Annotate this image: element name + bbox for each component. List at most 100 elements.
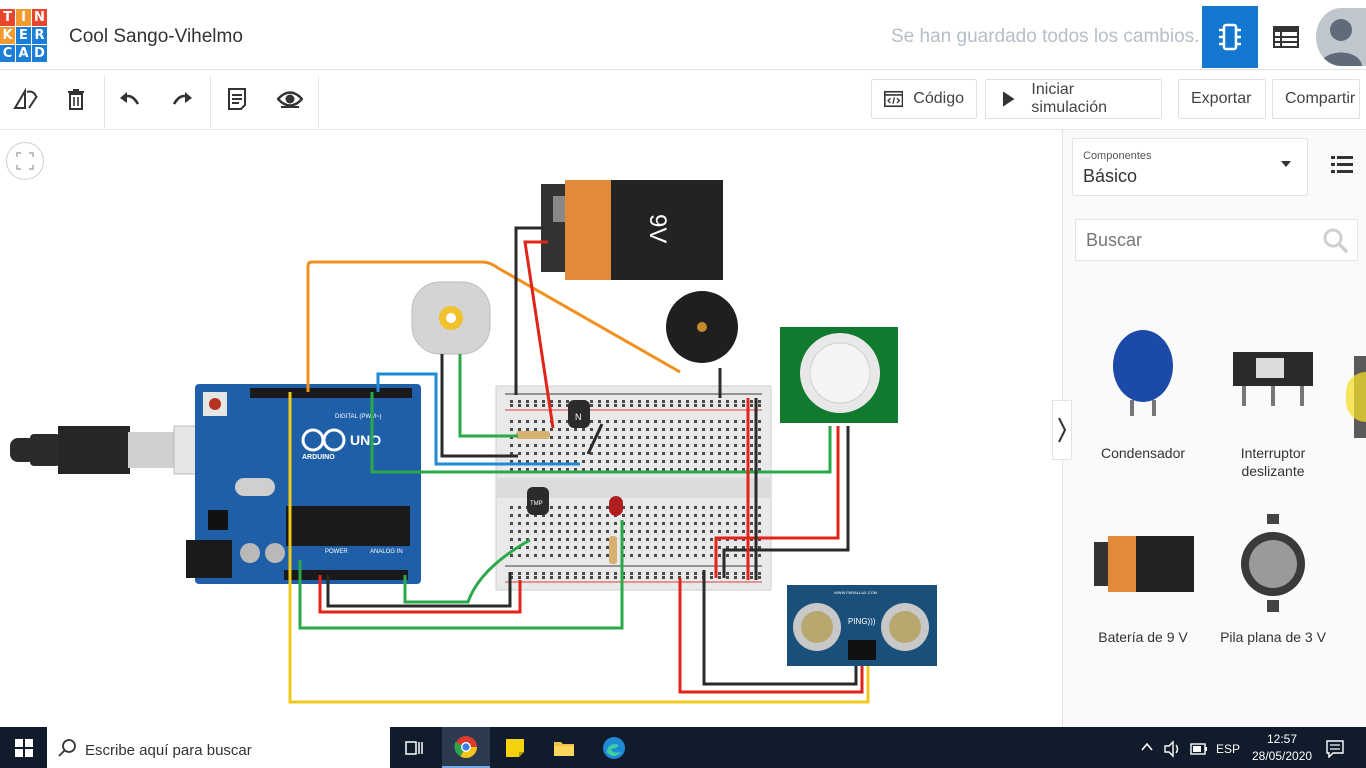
notes-button[interactable] <box>211 70 263 128</box>
breadboard-hole <box>550 554 553 557</box>
search-input[interactable] <box>1076 220 1316 260</box>
red-led[interactable] <box>609 496 623 516</box>
breadboard-hole <box>710 468 713 471</box>
breadboard-hole <box>638 444 641 447</box>
dc-motor[interactable] <box>411 281 491 355</box>
ping-ultrasonic-sensor[interactable]: PING))) WWW.PARALLAX.COM <box>787 585 937 666</box>
rotate-button[interactable] <box>0 70 52 128</box>
list-view-button[interactable] <box>1330 154 1354 178</box>
breadboard-hole <box>702 546 705 549</box>
notifications-button[interactable] <box>1326 740 1346 759</box>
taskbar-chrome[interactable] <box>442 727 490 768</box>
task-view-button[interactable] <box>390 727 438 768</box>
component-slide-switch[interactable]: Interruptor deslizante <box>1208 318 1338 479</box>
resistor[interactable] <box>516 431 550 439</box>
input-language[interactable]: ESP <box>1216 742 1241 756</box>
battery-status-button[interactable] <box>1190 742 1208 756</box>
breadboard-hole <box>742 546 745 549</box>
component-list-button[interactable] <box>1258 6 1314 68</box>
components-dropdown[interactable]: Componentes Básico <box>1072 138 1308 196</box>
npn-transistor[interactable]: N <box>568 400 590 428</box>
breadboard-hole <box>574 506 577 509</box>
breadboard-hole <box>710 436 713 439</box>
taskbar-clock[interactable]: 12:57 28/05/2020 <box>1252 731 1312 765</box>
breadboard-hole <box>582 506 585 509</box>
taskbar-file-explorer[interactable] <box>540 727 588 768</box>
breadboard-hole <box>638 554 641 557</box>
breadboard-hole <box>510 444 513 447</box>
visibility-button[interactable] <box>264 70 316 128</box>
circuit-view-button[interactable] <box>1202 6 1258 68</box>
arduino-uno-board[interactable]: UNO ARDUINO DIGITAL (PWM~) POWER ANALOG … <box>186 384 421 584</box>
component-capacitor[interactable]: Condensador <box>1078 318 1208 468</box>
zoom-to-fit-button[interactable] <box>6 142 44 180</box>
breadboard-hole <box>742 452 745 455</box>
breadboard-hole <box>662 514 665 517</box>
breadboard-hole <box>678 420 681 423</box>
user-avatar[interactable] <box>1316 8 1366 66</box>
piezo-buzzer[interactable] <box>666 291 738 363</box>
component-coin-battery[interactable]: Pila plana de 3 V <box>1208 510 1338 650</box>
breadboard-hole <box>518 452 521 455</box>
start-simulation-button[interactable]: Iniciar simulación <box>985 79 1162 119</box>
breadboard-hole <box>694 436 697 439</box>
search-field <box>1075 219 1358 261</box>
breadboard-hole <box>566 428 569 431</box>
export-button[interactable]: Exportar <box>1178 79 1266 119</box>
code-button[interactable]: Código <box>871 79 977 119</box>
breadboard-hole <box>598 546 601 549</box>
breadboard-hole <box>590 538 593 541</box>
breadboard-hole <box>630 530 633 533</box>
breadboard-hole <box>734 400 737 403</box>
share-button[interactable]: Compartir <box>1272 79 1360 119</box>
battery-9v[interactable]: 9V <box>541 180 723 280</box>
component-9v-battery[interactable]: Batería de 9 V <box>1078 520 1208 650</box>
breadboard-hole <box>646 468 649 471</box>
breadboard-hole <box>742 530 745 533</box>
usb-cable[interactable] <box>10 425 231 475</box>
resistor[interactable] <box>609 536 617 564</box>
redo-button[interactable] <box>156 70 208 128</box>
breadboard-hole <box>638 468 641 471</box>
collapse-panel-button[interactable] <box>1052 400 1072 460</box>
design-title[interactable]: Cool Sango-Vihelmo <box>69 26 243 47</box>
breadboard-hole <box>550 546 553 549</box>
breadboard-hole <box>686 400 689 403</box>
breadboard-hole <box>518 538 521 541</box>
volume-button[interactable] <box>1163 740 1183 758</box>
breadboard-hole <box>566 522 569 525</box>
breadboard-hole <box>742 506 745 509</box>
breadboard-hole <box>646 522 649 525</box>
breadboard-hole <box>702 436 705 439</box>
delete-button[interactable] <box>50 70 102 128</box>
breadboard-hole <box>654 404 657 407</box>
save-status: Se han guardado todos los cambios. <box>891 26 1200 47</box>
breadboard-hole <box>654 546 657 549</box>
breadboard-hole <box>638 460 641 463</box>
breadboard-hole <box>694 444 697 447</box>
breadboard-hole <box>678 400 681 403</box>
breadboard-hole <box>574 522 577 525</box>
breadboard-hole <box>734 404 737 407</box>
breadboard-hole <box>582 522 585 525</box>
breadboard-hole <box>710 506 713 509</box>
breadboard-hole <box>646 506 649 509</box>
breadboard-hole <box>526 468 529 471</box>
taskbar-sticky-notes[interactable] <box>491 727 539 768</box>
breadboard-hole <box>742 554 745 557</box>
taskbar-search-box[interactable] <box>47 727 390 768</box>
undo-button[interactable] <box>104 70 156 128</box>
breadboard-hole <box>566 420 569 423</box>
system-tray-chevron[interactable] <box>1140 740 1156 756</box>
breadboard-hole <box>734 546 737 549</box>
taskbar-edge[interactable] <box>590 727 638 768</box>
breadboard-hole <box>670 522 673 525</box>
breadboard-hole <box>686 460 689 463</box>
pir-sensor[interactable] <box>780 327 898 423</box>
search-icon[interactable] <box>1323 228 1349 254</box>
start-button[interactable] <box>0 727 47 768</box>
wires[interactable] <box>288 226 870 704</box>
breadboard-hole <box>758 420 761 423</box>
temperature-sensor[interactable]: TMP <box>527 487 549 515</box>
